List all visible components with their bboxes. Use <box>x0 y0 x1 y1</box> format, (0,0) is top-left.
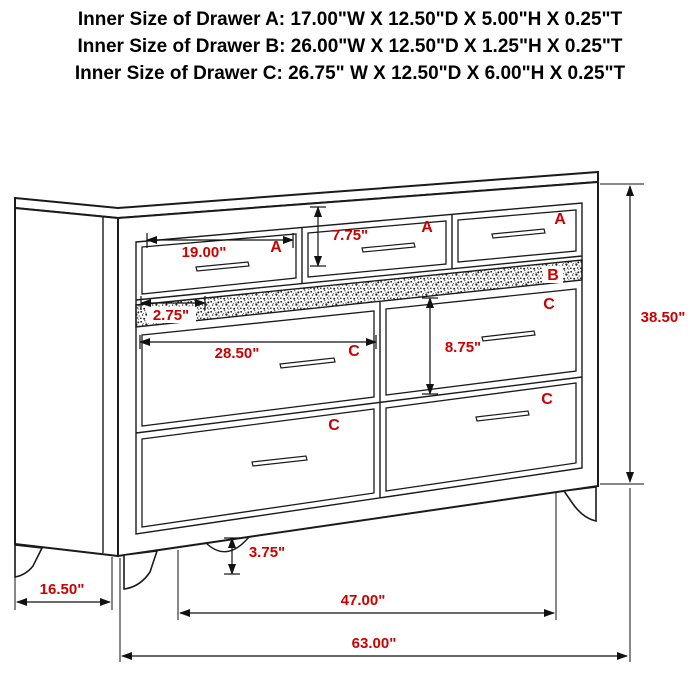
drawer-a1-handle <box>195 261 250 272</box>
dim-drawer-c-height-label: 8.75" <box>445 339 481 356</box>
dim-drawer-b-height-label: 2.75" <box>153 307 189 324</box>
drawer-b-letter: B <box>547 267 559 284</box>
drawer-c-right-upper-letter: C <box>543 296 555 313</box>
drawer-c-left-upper-letter: C <box>348 343 360 360</box>
glitter-trim-strip-drawer-b <box>135 259 583 328</box>
rail-below-row-a <box>135 255 583 301</box>
drawer-c-right-lower-handle <box>475 410 530 422</box>
page-header: Inner Size of Drawer A: 17.00"W X 12.50"… <box>75 9 626 84</box>
header-line-b: Inner Size of Drawer B: 26.00"W X 12.50"… <box>77 36 622 57</box>
dim-depth-label: 16.50" <box>40 581 85 598</box>
foot-back-left <box>14 544 44 578</box>
drawer-a3-letter: A <box>554 211 566 228</box>
dim-overall-height-label: 38.50" <box>641 309 686 326</box>
rail-below-row-c-upper <box>135 376 583 434</box>
dim-drawer-c-width-label: 28.50" <box>215 345 260 362</box>
header-line-a: Inner Size of Drawer A: 17.00"W X 12.50"… <box>78 9 623 30</box>
foot-front-right <box>562 486 597 523</box>
drawer-c-right-lower-letter: C <box>541 391 553 408</box>
drawer-c-left-lower-front <box>141 408 375 528</box>
dim-foot-height-label: 3.75" <box>249 544 285 561</box>
drawer-a3-handle <box>491 228 546 239</box>
header-line-c: Inner Size of Drawer C: 26.75" W X 12.50… <box>75 63 626 84</box>
drawer-c-left-lower-letter: C <box>328 417 340 434</box>
foot-front-left <box>123 550 159 590</box>
label-backing-2-75 <box>147 307 196 323</box>
apron-curve <box>205 536 250 553</box>
drawer-c-left-lower-handle <box>251 455 308 467</box>
dim-drawer-a-width-label: 19.00" <box>182 244 227 261</box>
drawer-a2-handle <box>361 242 416 253</box>
drawer-c-right-upper-handle <box>481 330 536 342</box>
drawer-a1-letter: A <box>270 239 282 256</box>
dim-drawer-a-height-label: 7.75" <box>332 227 368 244</box>
drawer-c-left-upper-handle <box>279 357 336 369</box>
dim-feet-span-label: 47.00" <box>341 592 386 609</box>
dim-overall-width-label: 63.00" <box>352 635 397 652</box>
label-backing-b <box>543 266 563 283</box>
dimension-annotations: 19.00" 7.75" 2.75" 28.50" 8.75" 38.50" 3… <box>14 183 686 662</box>
dresser-drawing <box>14 170 599 590</box>
drawer-c-right-lower-front <box>385 382 577 492</box>
drawer-opening-frame <box>135 202 583 535</box>
drawer-a2-letter: A <box>421 219 433 236</box>
